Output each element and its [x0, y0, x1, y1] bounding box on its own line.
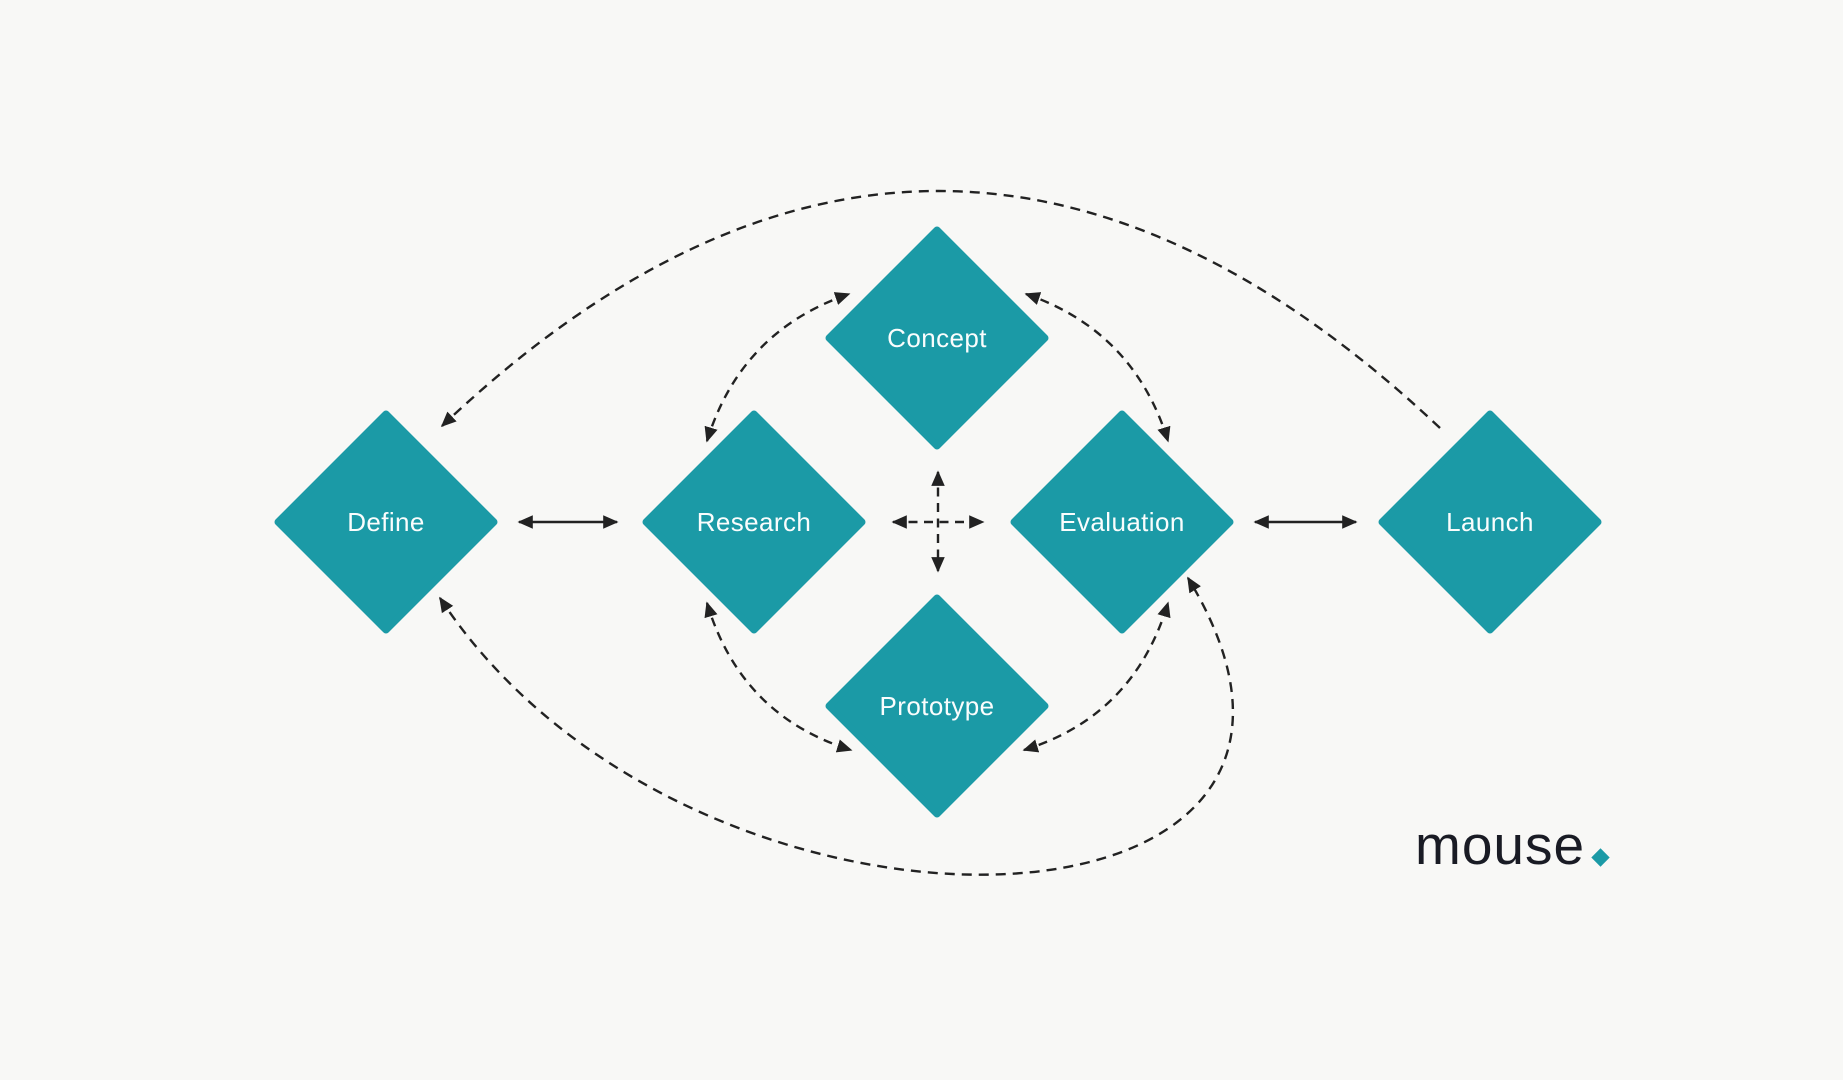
brand-name: mouse [1415, 814, 1586, 876]
arc-concept-evaluation [1024, 292, 1171, 443]
node-label-prototype: Prototype [879, 691, 995, 721]
node-evaluation-diamond [1010, 410, 1234, 634]
node-label-research: Research [696, 507, 812, 537]
node-label-launch: Launch [1446, 507, 1534, 537]
node-label-evaluation: Evaluation [1059, 507, 1185, 537]
arc-prototype-evaluation [1022, 601, 1171, 753]
node-label-define: Define [347, 507, 425, 537]
node-launch-diamond [1378, 410, 1602, 634]
node-prototype-diamond [825, 594, 1049, 818]
arc-evaluation-define-bottom [438, 576, 1234, 876]
connector-group [438, 189, 1441, 876]
arc-research-prototype [704, 601, 853, 753]
node-label-concept: Concept [887, 323, 987, 353]
node-concept-diamond [825, 226, 1049, 450]
brand-logo: mouse [1415, 812, 1610, 876]
arc-research-concept [704, 292, 851, 443]
node-group [274, 226, 1602, 818]
brand-dot-icon [1591, 848, 1610, 867]
node-research-diamond [642, 410, 866, 634]
arc-launch-define-top [440, 189, 1441, 429]
node-define-diamond [274, 410, 498, 634]
